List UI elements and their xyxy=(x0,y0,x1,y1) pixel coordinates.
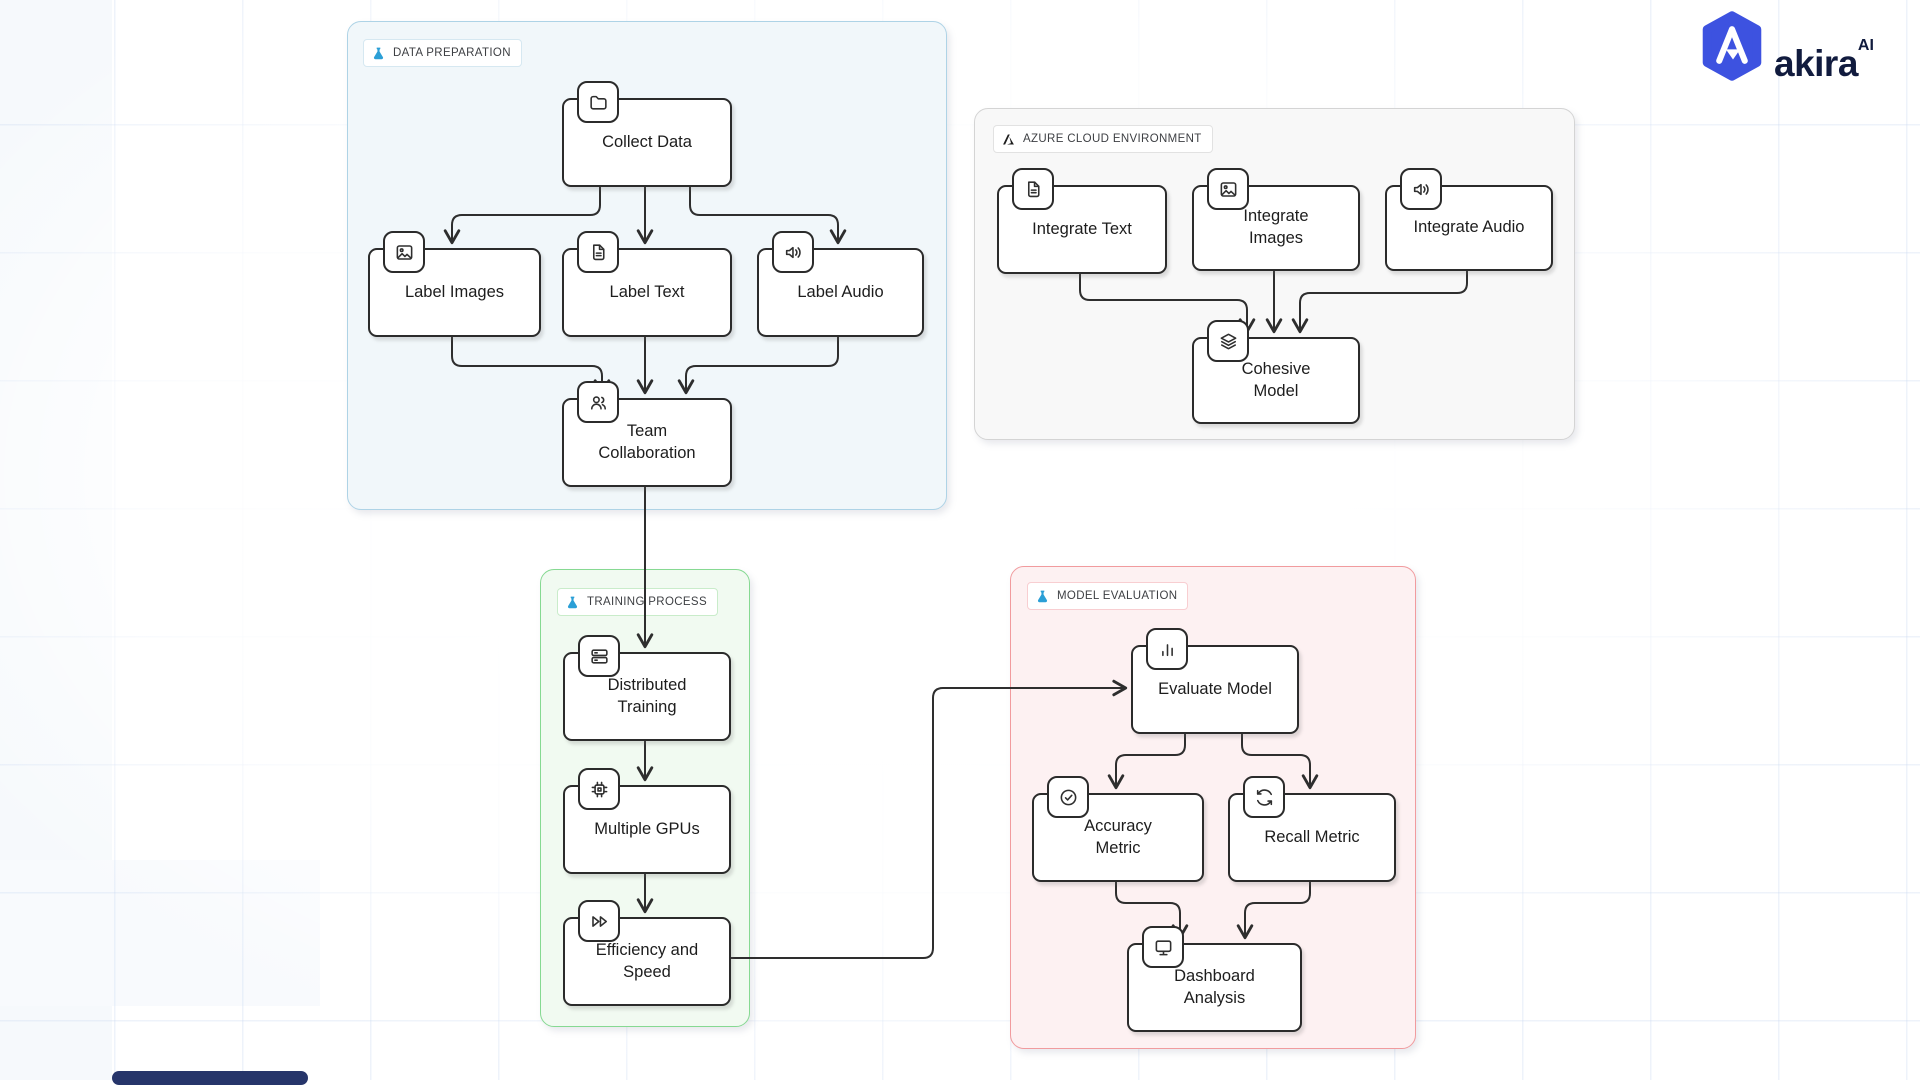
node-dashboard-analysis: Dashboard Analysis xyxy=(1127,926,1302,1032)
node-label: Collect Data xyxy=(602,132,692,151)
node-label: Label Text xyxy=(609,282,685,301)
node-integrate-audio: Integrate Audio xyxy=(1385,168,1553,271)
image-icon xyxy=(383,231,425,273)
check-circle-icon xyxy=(1047,776,1089,818)
node-efficiency-and-speed: Efficiency and Speed xyxy=(563,900,731,1006)
group-label-data-preparation: DATA PREPARATION xyxy=(363,39,522,67)
node-label: Dashboard Analysis xyxy=(1174,966,1255,1007)
azure-icon xyxy=(1001,132,1016,147)
node-label: Label Audio xyxy=(797,282,884,301)
node-label: Recall Metric xyxy=(1264,827,1360,846)
folder-icon xyxy=(577,81,619,123)
file-text-icon xyxy=(577,231,619,273)
node-label: Efficiency and Speed xyxy=(595,940,699,981)
layers-icon xyxy=(1207,320,1249,362)
node-label-text: Label Text xyxy=(562,231,732,337)
monitor-icon xyxy=(1142,926,1184,968)
group-label-training-process: TRAINING PROCESS xyxy=(557,588,718,616)
node-cohesive-model: Cohesive Model xyxy=(1192,320,1360,424)
server-icon xyxy=(578,635,620,677)
node-label-images: Label Images xyxy=(368,231,541,337)
flask-icon xyxy=(1035,589,1050,604)
akira-ai-logo: akiraAI xyxy=(1698,11,1874,99)
node-label: Distributed Training xyxy=(607,675,687,716)
group-label-text: TRAINING PROCESS xyxy=(587,596,707,608)
node-label: Cohesive Model xyxy=(1241,359,1311,400)
image-icon xyxy=(1207,168,1249,210)
group-label-text: AZURE CLOUD ENVIRONMENT xyxy=(1023,133,1202,145)
node-team-collaboration: Team Collaboration xyxy=(562,381,732,487)
bottom-left-accent-bar xyxy=(112,1071,308,1085)
group-label-text: MODEL EVALUATION xyxy=(1057,590,1178,602)
node-recall-metric: Recall Metric xyxy=(1228,776,1396,882)
node-label: Accuracy Metric xyxy=(1084,816,1152,857)
node-label: Integrate Text xyxy=(1032,219,1132,238)
node-label: Label Images xyxy=(404,282,505,301)
audio-icon xyxy=(1400,168,1442,210)
file-text-icon xyxy=(1012,168,1054,210)
node-evaluate-model: Evaluate Model xyxy=(1131,628,1299,734)
logo-brand-text: akira xyxy=(1774,43,1858,84)
refresh-icon xyxy=(1243,776,1285,818)
node-collect-data: Collect Data xyxy=(562,81,732,187)
node-label: Integrate Audio xyxy=(1413,218,1525,237)
logo-suffix-text: AI xyxy=(1857,37,1874,54)
node-integrate-images: Integrate Images xyxy=(1192,168,1360,271)
group-label-text: DATA PREPARATION xyxy=(393,47,511,59)
flask-icon xyxy=(371,46,386,61)
node-label: Integrate Images xyxy=(1243,207,1309,247)
akira-hexagon-icon xyxy=(1702,11,1762,81)
logo-text: akiraAI xyxy=(1774,11,1874,99)
bar-chart-icon xyxy=(1146,628,1188,670)
node-label-audio: Label Audio xyxy=(757,231,924,337)
node-accuracy-metric: Accuracy Metric xyxy=(1032,776,1204,882)
flask-icon xyxy=(565,595,580,610)
group-label-model-evaluation: MODEL EVALUATION xyxy=(1027,582,1189,610)
node-multiple-gpus: Multiple GPUs xyxy=(563,768,731,874)
audio-icon xyxy=(772,231,814,273)
node-distributed-training: Distributed Training xyxy=(563,635,731,741)
node-integrate-text: Integrate Text xyxy=(997,168,1167,274)
node-label: Multiple GPUs xyxy=(594,819,700,838)
node-label: Evaluate Model xyxy=(1158,679,1272,698)
group-label-azure-cloud-environment: AZURE CLOUD ENVIRONMENT xyxy=(993,125,1213,153)
cpu-icon xyxy=(578,768,620,810)
fast-forward-icon xyxy=(578,900,620,942)
node-label: Team Collaboration xyxy=(598,421,696,462)
users-icon xyxy=(577,381,619,423)
